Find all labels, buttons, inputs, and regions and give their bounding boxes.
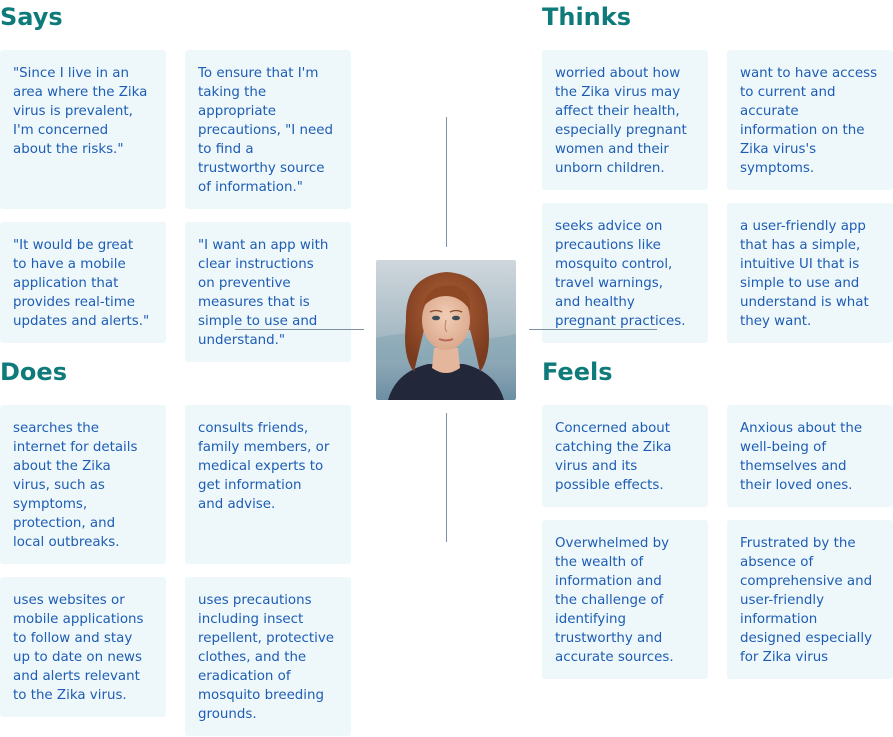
- persona-photo-icon: [376, 260, 516, 400]
- says-card-2: To ensure that I'm taking the appropriat…: [185, 50, 351, 209]
- feels-card-1: Concerned about catching the Zika virus …: [542, 405, 708, 507]
- says-heading: Says: [0, 3, 63, 31]
- says-card-1: "Since I live in an area where the Zika …: [0, 50, 166, 209]
- does-card-2: consults friends, family members, or med…: [185, 405, 351, 564]
- thinks-card-4: a user-friendly app that has a simple, i…: [727, 203, 893, 343]
- says-card-3: "It would be great to have a mobile appl…: [0, 222, 166, 343]
- divider-vertical-top: [446, 117, 447, 247]
- divider-horizontal-left: [235, 329, 364, 330]
- feels-card-4: Frustrated by the absence of comprehensi…: [727, 520, 893, 679]
- does-heading: Does: [0, 358, 67, 386]
- does-card-3: uses websites or mobile applications to …: [0, 577, 166, 717]
- thinks-card-2: want to have access to current and accur…: [727, 50, 893, 190]
- divider-vertical-bottom: [446, 413, 447, 542]
- says-card-4: "I want an app with clear instructions o…: [185, 222, 351, 362]
- divider-horizontal-right: [529, 329, 657, 330]
- thinks-heading: Thinks: [542, 3, 632, 31]
- feels-heading: Feels: [542, 358, 613, 386]
- feels-card-2: Anxious about the well-being of themselv…: [727, 405, 893, 507]
- does-card-4: uses precautions including insect repell…: [185, 577, 351, 736]
- thinks-card-1: worried about how the Zika virus may aff…: [542, 50, 708, 190]
- avatar: [376, 260, 516, 400]
- feels-card-3: Overwhelmed by the wealth of information…: [542, 520, 708, 679]
- does-card-1: searches the internet for details about …: [0, 405, 166, 564]
- thinks-card-3: seeks advice on precautions like mosquit…: [542, 203, 708, 343]
